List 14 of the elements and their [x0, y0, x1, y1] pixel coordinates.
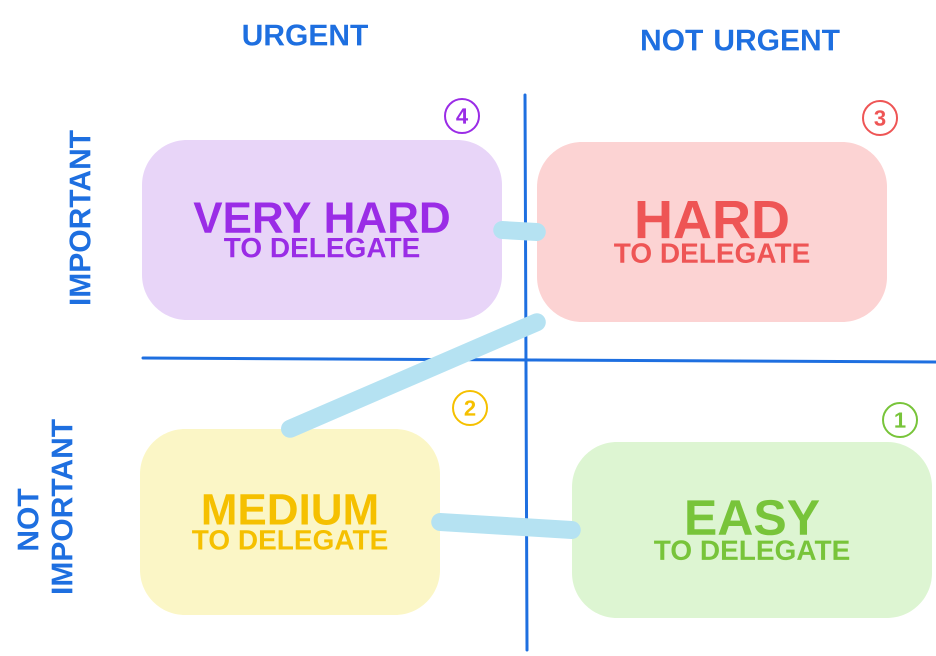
- circled-number: 3: [862, 100, 898, 136]
- axis-label: NOT IMPORTANT: [17, 419, 73, 593]
- circled-number: 4: [444, 98, 480, 134]
- highlight-band: [281, 313, 546, 438]
- cloud-box: MEDIUM TO DELEGATE: [140, 429, 440, 615]
- highlight-band: [431, 513, 581, 539]
- axis-label: IMPORTANT: [69, 130, 91, 304]
- circled-number: 2: [452, 390, 488, 426]
- cloud-box: HARD TO DELEGATE: [537, 142, 888, 322]
- circled-number: 1: [882, 402, 918, 438]
- cloud-box: VERY HARD TO DELEGATE: [142, 140, 502, 320]
- axis-label: NOT URGENT: [642, 29, 840, 51]
- cloud-box: EASY TO DELEGATE: [572, 442, 932, 618]
- axis-label: URGENT: [243, 24, 368, 46]
